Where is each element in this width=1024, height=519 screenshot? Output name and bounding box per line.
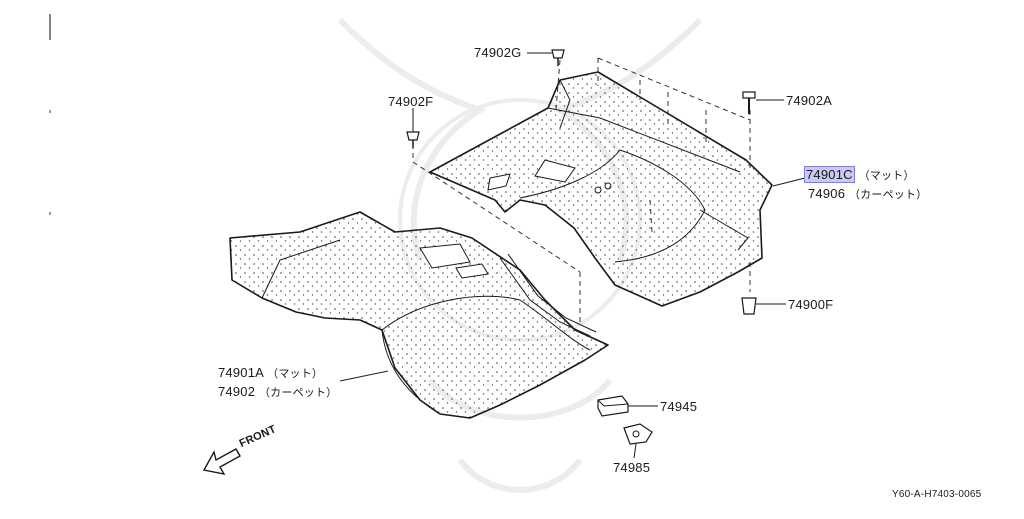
hook-74985-icon — [623, 423, 653, 445]
callout-74900f[interactable]: 74900F — [788, 297, 834, 312]
callout-74906-note: （カーペット） — [848, 188, 928, 201]
callout-74901c[interactable]: 74901C — [804, 166, 855, 183]
callout-74902f-left[interactable]: 74902F — [388, 94, 434, 109]
callout-74902g[interactable]: 74902G — [474, 45, 522, 60]
callout-74901c-note: （マット） — [858, 169, 915, 182]
callout-74901a-row: 74901A （マット） — [218, 366, 323, 379]
callout-74901a-note: （マット） — [267, 367, 324, 380]
diagram-id: Y60-A-H7403-0065 — [892, 489, 982, 500]
clip-74902g-icon — [551, 49, 565, 66]
pad-74945-icon — [597, 395, 629, 417]
dashed-guides — [412, 57, 751, 322]
clip-74902f-left-icon — [406, 131, 420, 148]
rear-floor-mat — [429, 71, 773, 307]
callout-74906[interactable]: 74906 — [808, 186, 846, 201]
front-arrow-icon — [202, 448, 241, 475]
callout-74985[interactable]: 74985 — [613, 460, 651, 475]
callout-74902-note: （カーペット） — [258, 386, 338, 399]
leader-lines — [339, 52, 806, 459]
callout-74901a[interactable]: 74901A — [218, 365, 264, 380]
callout-74902[interactable]: 74902 — [218, 384, 256, 399]
front-floor-mat — [229, 211, 609, 419]
screw-74902a-icon — [742, 91, 756, 114]
clip-74900f-right-icon — [741, 297, 757, 315]
callout-74902a[interactable]: 74902A — [786, 93, 833, 108]
callout-74945[interactable]: 74945 — [660, 399, 698, 414]
callout-74901c-row: 74901C （マット） — [804, 166, 915, 183]
callout-74906-row: 74906 （カーペット） — [808, 187, 927, 200]
callout-74902-row: 74902 （カーペット） — [218, 385, 337, 398]
